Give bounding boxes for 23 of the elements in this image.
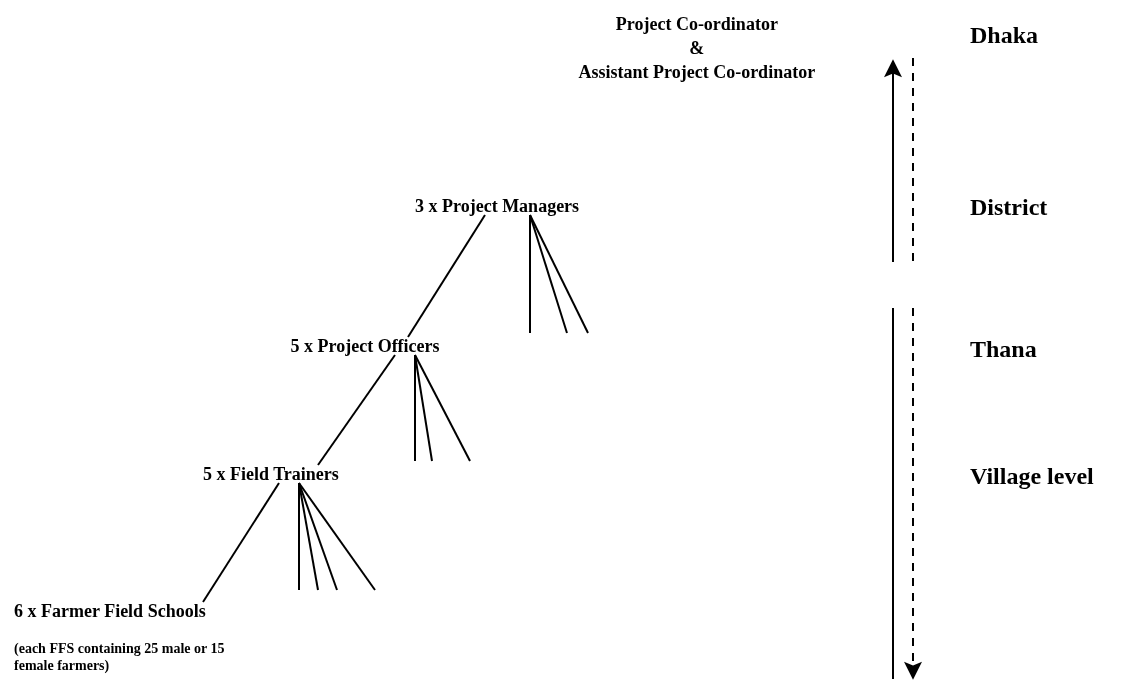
- role-label: &: [688, 37, 706, 60]
- role-label: 5 x Field Trainers: [203, 462, 339, 486]
- branch-line: [298, 482, 338, 591]
- branch-line: [529, 214, 589, 334]
- branch-line: [529, 214, 568, 334]
- role-label: 3 x Project Managers: [415, 194, 580, 218]
- level-label: Dhaka: [970, 22, 1039, 49]
- role-label: Project Co-ordinator: [614, 13, 779, 36]
- role-label: Assistant Project Co-ordinator: [578, 61, 816, 84]
- branch-line: [414, 354, 471, 462]
- role-label: 5 x Project Officers: [290, 334, 440, 358]
- branch-line: [529, 214, 531, 334]
- branch-line: [298, 482, 319, 591]
- role-label: 6 x Farmer Field Schools: [14, 599, 206, 623]
- branch-line: [298, 482, 376, 591]
- connector-line: [202, 482, 280, 603]
- connector-line: [407, 214, 486, 338]
- level-label: Thana: [970, 336, 1037, 363]
- level-label: District: [970, 194, 1048, 221]
- branch-line: [414, 354, 433, 462]
- connector-line: [317, 354, 396, 466]
- note-text: (each FFS containing 25 male or 15 female farmers): [14, 640, 226, 674]
- level-label: Village level: [970, 463, 1094, 490]
